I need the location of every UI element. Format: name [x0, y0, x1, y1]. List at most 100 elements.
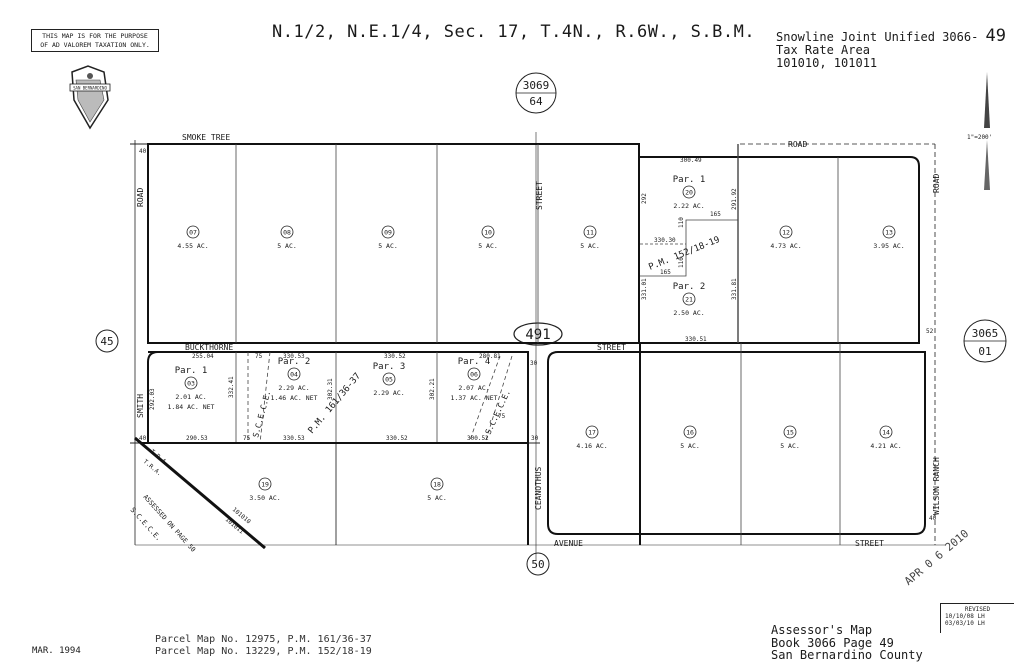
svg-text:255.04: 255.04: [192, 353, 214, 360]
parcel-number: 20: [685, 189, 693, 197]
svg-text:40: 40: [139, 435, 147, 442]
parcel-number-circle: [683, 425, 697, 439]
street-road-right: ROAD: [932, 174, 941, 193]
parcel-north-0[interactable]: 07 4.55 AC.: [177, 225, 209, 250]
parcel-lines-south-east: [740, 343, 841, 545]
parcel-number-circle: [583, 225, 597, 239]
disclaimer-line-1: THIS MAP IS FOR THE PURPOSE: [42, 32, 148, 40]
parcel-number-circle: [682, 292, 696, 306]
street-road-top: ROAD: [788, 140, 807, 149]
parcel-number: 04: [290, 371, 298, 379]
parcel-acreage: 4.21 AC.: [870, 442, 901, 450]
parcel-north-6[interactable]: 133.95 AC.: [873, 225, 905, 250]
block-south-east: [547, 343, 926, 545]
street-smoke-tree: SMOKE TREE: [182, 133, 230, 142]
parcel-north-3[interactable]: 105 AC.: [478, 225, 498, 250]
parcel-map-references: Parcel Map No. 12975, P.M. 161/36-37 Par…: [155, 634, 372, 658]
adjacent-map-3069-64: 3069 64: [515, 72, 557, 114]
svg-text:64: 64: [529, 95, 543, 108]
adjacent-page-45: 45: [95, 329, 119, 353]
svg-text:40: 40: [139, 148, 147, 155]
parcel-south-5[interactable]: 185 AC.: [427, 477, 447, 502]
parcel-number: 17: [588, 429, 596, 437]
parcel-acreage: 3.95 AC.: [873, 242, 904, 250]
svg-text:302.31: 302.31: [327, 378, 334, 400]
parcel-acreage: 4.73 AC.: [770, 242, 801, 250]
svg-text:331.81: 331.81: [731, 278, 738, 300]
parcel-south-2[interactable]: 155 AC.: [780, 425, 800, 450]
parcel-acreage: 3.50 AC.: [249, 494, 280, 502]
svg-text:30: 30: [531, 435, 539, 442]
svg-text:45: 45: [100, 335, 113, 348]
school-district: Snowline Joint Unified 3066-: [776, 30, 979, 44]
parcel-number-circle: [481, 225, 495, 239]
county-seal-icon: SAN BERNARDINO: [69, 65, 111, 130]
north-arrow-icon: [984, 72, 990, 190]
street-smith: SMITH: [136, 394, 145, 418]
parcel-north-2[interactable]: 095 AC.: [378, 225, 398, 250]
svg-text:40: 40: [929, 515, 937, 522]
parcel-north-4[interactable]: 115 AC.: [580, 225, 600, 250]
parcel-number: 06: [470, 371, 478, 379]
parcel-net-acreage: 1.84 AC. NET: [168, 403, 215, 411]
street-buckthorne: BUCKTHORNE: [185, 343, 233, 352]
assessor-line-2: Book 3066 Page 49: [771, 635, 894, 650]
svg-text:75: 75: [243, 435, 251, 442]
parcel-south-3[interactable]: 14 4.21 AC.: [870, 425, 902, 450]
tax-rate-area-codes: 101010, 101011: [776, 56, 878, 70]
svg-text:300.52: 300.52: [467, 435, 489, 442]
svg-text:75: 75: [255, 353, 263, 360]
street-bottom: STREET: [855, 539, 884, 548]
adjacent-map-3065-01: 3065 01: [963, 319, 1007, 363]
svg-text:290.53: 290.53: [186, 435, 208, 442]
disclaimer-box: THIS MAP IS FOR THE PURPOSE OF AD VALORE…: [31, 29, 159, 52]
pm-label-161: P.M. 161/36-37: [307, 371, 363, 436]
dimension-labels: 300.49 330.30 330.51 255.04 330.53 330.5…: [139, 148, 937, 522]
street-avenue: AVENUE: [554, 539, 583, 548]
parcel-number: 12: [782, 229, 790, 237]
parcel-number: 14: [882, 429, 890, 437]
svg-text:75: 75: [498, 413, 506, 420]
map-date: MAR. 1994: [32, 646, 81, 656]
parcel-number-circle: [280, 225, 294, 239]
svg-text:292: 292: [641, 193, 648, 204]
tra-boundary: T.R.A. T.R.A. 101010 101011 ASSESSED ON …: [129, 436, 266, 554]
parcel-number: 07: [189, 229, 197, 237]
parcel-net-acreage: 1.46 AC. NET: [271, 394, 318, 402]
parcel-acreage: 2.29 AC.: [373, 389, 404, 397]
tax-rate-area-label: Tax Rate Area: [776, 43, 870, 57]
svg-text:330.30: 330.30: [654, 237, 676, 244]
parcel-north-5[interactable]: 12 4.73 AC.: [770, 225, 802, 250]
parcel-par-label: Par. 1: [175, 366, 208, 376]
parcel-south-1[interactable]: 165 AC.: [680, 425, 700, 450]
parcel-number: 16: [686, 429, 694, 437]
street-labels: SMOKE TREE ROAD ROAD ROAD STREET BUCKTHO…: [136, 133, 941, 548]
parcel-south-4[interactable]: 193.50 AC.: [249, 477, 281, 502]
svg-text:332.41: 332.41: [228, 376, 235, 398]
svg-text:3069: 3069: [523, 79, 550, 92]
parcel-number: 05: [385, 376, 393, 384]
revised-label: REVISED: [964, 606, 991, 613]
parcel-number: 03: [187, 380, 195, 388]
parcel-acreage: 4.55 AC.: [177, 242, 208, 250]
parcel-number-circle: [382, 372, 396, 386]
parcel-number: 18: [433, 481, 441, 489]
parcel-number-circle: [184, 376, 198, 390]
parcel-number-circle: [381, 225, 395, 239]
street-road-left: ROAD: [136, 188, 145, 207]
parcel-par-label: Par. 4: [458, 357, 491, 367]
parcel-map-ref-1: Parcel Map No. 12975, P.M. 161/36-37: [155, 634, 372, 645]
svg-text:302.21: 302.21: [429, 378, 436, 400]
parcel-par-label: Par. 1: [673, 175, 706, 185]
parcel-number-circle: [779, 225, 793, 239]
parcel-north-1[interactable]: 085 AC.: [277, 225, 297, 250]
parcel-south-0[interactable]: 174.16 AC.: [576, 425, 608, 450]
parcel-acreage: 5 AC.: [478, 242, 498, 250]
page-number: 49: [985, 26, 1007, 46]
